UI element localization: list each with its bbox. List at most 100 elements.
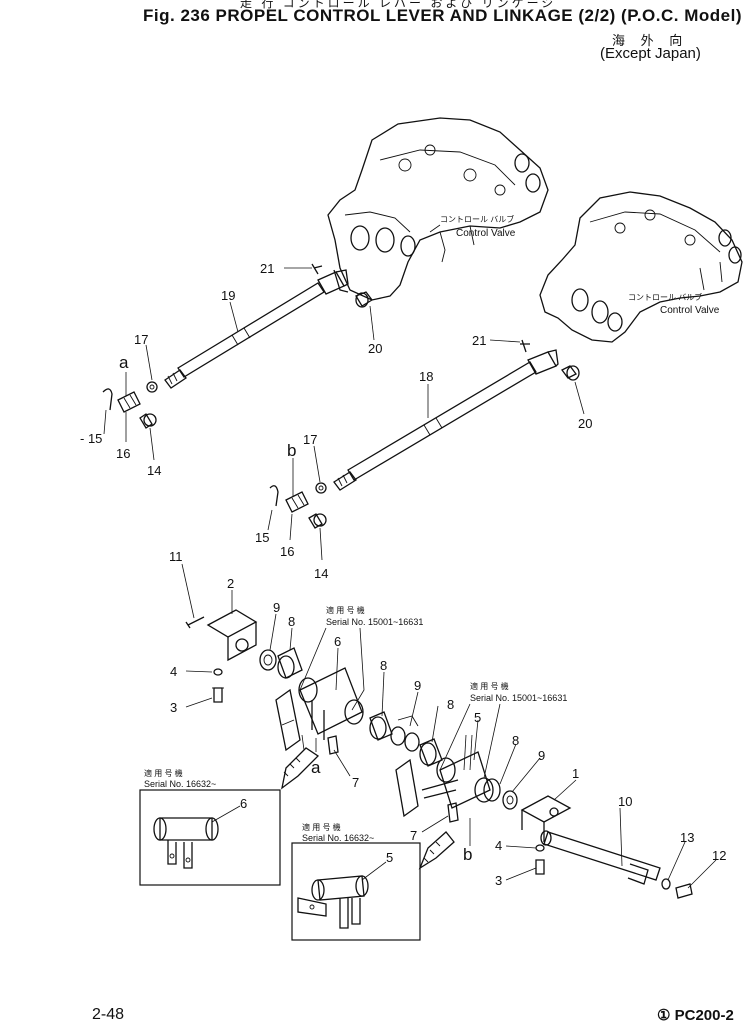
callout-9: 9 <box>538 748 545 763</box>
inset-box-lever-5 <box>291 842 421 941</box>
callout-8: 8 <box>288 614 295 629</box>
bolt-12 <box>675 883 693 899</box>
clevis-16-lower <box>285 491 309 513</box>
bushing-9-right <box>502 790 518 810</box>
callout-8: 8 <box>380 658 387 673</box>
bushing-8-middle <box>369 711 393 741</box>
callout-21: 21 <box>472 333 486 348</box>
washer-13 <box>661 878 671 890</box>
nut-17-lower <box>315 482 327 494</box>
callouts: 21 19 20 17 a - 15 16 14 21 18 20 17 b 1… <box>80 261 726 888</box>
fitting-7-left <box>327 735 339 755</box>
callout-6: 6 <box>240 796 247 811</box>
callout-3: 3 <box>170 700 177 715</box>
callout-10: 10 <box>618 794 632 809</box>
clip-21-upper <box>311 263 323 275</box>
bolt-3-right <box>535 859 545 875</box>
pin-20-right <box>561 365 580 381</box>
serial-jp-a1: 適 用 号 機 <box>326 605 365 615</box>
serial-jp-b1: 適 用 号 機 <box>144 768 183 778</box>
callout-13: 13 <box>680 830 694 845</box>
lever-5 <box>395 751 494 818</box>
washer-4-left <box>213 668 223 676</box>
bushing-9-left <box>259 649 277 671</box>
region-label: (Except Japan) <box>600 45 701 62</box>
callout-16: 16 <box>116 446 130 461</box>
callout-17: 17 <box>134 332 148 347</box>
lever-6 <box>275 667 364 752</box>
callout-11: 11 <box>169 549 183 564</box>
callout-a: a <box>119 353 129 372</box>
bushing-8-left <box>277 647 303 679</box>
callout-15: - 15 <box>80 431 102 446</box>
arrow-right <box>418 831 455 870</box>
model-label: ① PC200-2 <box>657 1007 734 1024</box>
callout-14: 14 <box>314 566 328 581</box>
callout-b: b <box>463 845 472 864</box>
callout-b: b <box>287 441 296 460</box>
japanese-title: 走 行 コントロール レバー および リンケージ <box>240 0 557 10</box>
serial-a-label-left: Serial No. 15001~16631 <box>326 617 423 627</box>
control-valve-label-right: Control Valve <box>660 305 720 316</box>
pin-14-upper <box>139 413 157 429</box>
leader-lines <box>103 267 717 889</box>
page-number: 2-48 <box>92 1006 125 1023</box>
serial-jp-a2: 適 用 号 機 <box>470 681 509 691</box>
callout-20: 20 <box>578 416 592 431</box>
serial-jp-b2: 適 用 号 機 <box>302 822 341 832</box>
callout-21: 21 <box>260 261 274 276</box>
callout-a: a <box>311 758 321 777</box>
serial-a-label-right: Serial No. 15001~16631 <box>470 693 567 703</box>
callout-9: 9 <box>414 678 421 693</box>
callout-5: 5 <box>474 710 481 725</box>
callout-18: 18 <box>419 369 433 384</box>
callout-8: 8 <box>512 733 519 748</box>
cotter-15-lower <box>269 485 279 507</box>
japanese-region-label: 海 外 向 <box>612 33 689 48</box>
bolt-3-left <box>212 687 224 703</box>
callout-14: 14 <box>147 463 161 478</box>
control-valve-upper <box>327 117 549 301</box>
rod-19 <box>164 269 349 389</box>
nut-17-upper <box>146 381 158 393</box>
control-valve-jp-label-right: コントロール バルブ <box>628 292 702 302</box>
shaft-10 <box>540 830 661 885</box>
callout-4: 4 <box>170 664 177 679</box>
callout-6: 6 <box>334 634 341 649</box>
pin-20-upper <box>355 291 373 308</box>
callout-5: 5 <box>386 850 393 865</box>
callout-12: 12 <box>712 848 726 863</box>
washer-4-right <box>535 844 545 852</box>
control-valve-label-upper: Control Valve <box>456 228 516 239</box>
rod-18 <box>333 349 559 491</box>
callout-4: 4 <box>495 838 502 853</box>
callout-2: 2 <box>227 576 234 591</box>
inset-box-lever-6 <box>139 789 281 886</box>
cotter-15-upper <box>102 388 113 411</box>
callout-7: 7 <box>352 775 359 790</box>
serial-b-label-left: Serial No. 16632~ <box>144 779 216 789</box>
bracket-1 <box>520 795 572 842</box>
serial-b-label-right: Serial No. 16632~ <box>302 833 374 843</box>
callout-1: 1 <box>572 766 579 781</box>
bracket-2 <box>206 609 258 662</box>
callout-16: 16 <box>280 544 294 559</box>
bushing-8-right <box>483 778 501 802</box>
figure-title: Fig. 236 PROPEL CONTROL LEVER AND LINKAG… <box>143 6 742 25</box>
callout-7: 7 <box>410 828 417 843</box>
clevis-16-upper <box>117 391 141 413</box>
callout-20: 20 <box>368 341 382 356</box>
callout-15: 15 <box>255 530 269 545</box>
control-valve-right <box>539 191 743 343</box>
callout-17: 17 <box>303 432 317 447</box>
callout-19: 19 <box>221 288 235 303</box>
arrow-left <box>281 747 320 790</box>
callout-3: 3 <box>495 873 502 888</box>
control-valve-jp-label-upper: コントロール バルブ <box>440 214 514 224</box>
callout-8: 8 <box>447 697 454 712</box>
fitting-7-right <box>447 802 459 823</box>
pin-14-lower <box>308 513 327 529</box>
callout-9: 9 <box>273 600 280 615</box>
pin-11 <box>185 616 205 629</box>
